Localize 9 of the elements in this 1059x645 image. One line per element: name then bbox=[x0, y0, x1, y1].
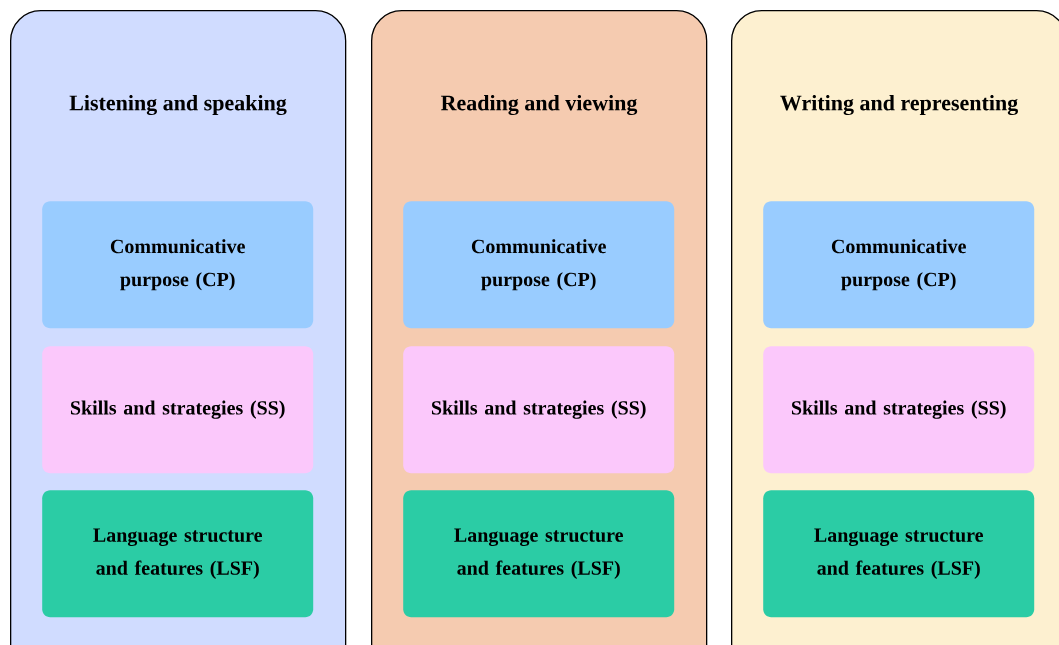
category-box: Language structure and features (LSF) bbox=[403, 490, 675, 618]
category-box: Skills and strategies (SS) bbox=[763, 346, 1035, 474]
category-box: Communicative purpose (CP) bbox=[42, 201, 314, 329]
category-box: Communicative purpose (CP) bbox=[403, 201, 675, 329]
category-box: Communicative purpose (CP) bbox=[763, 201, 1035, 329]
category-box: Skills and strategies (SS) bbox=[42, 346, 314, 474]
category-box: Language structure and features (LSF) bbox=[42, 490, 314, 618]
category-box: Language structure and features (LSF) bbox=[763, 490, 1035, 618]
category-box: Skills and strategies (SS) bbox=[403, 346, 675, 474]
